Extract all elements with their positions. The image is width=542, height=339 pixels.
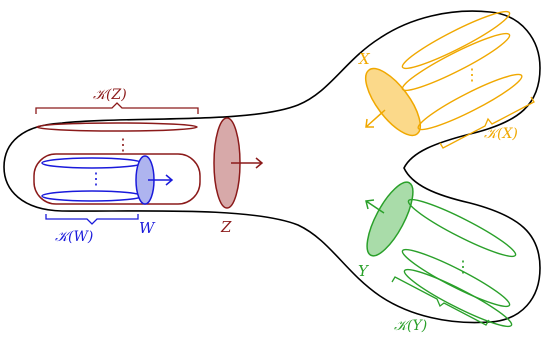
y-boundary: Y bbox=[358, 181, 414, 280]
ky-label: 𝒦(Y) bbox=[394, 318, 427, 334]
kw-dots: ⋮ bbox=[88, 169, 104, 188]
z-boundary: Z bbox=[213, 117, 264, 236]
kx-loop-1 bbox=[401, 10, 511, 70]
kz-family: 𝒦(Z) ⋮ bbox=[33, 87, 201, 205]
z-label: Z bbox=[220, 218, 232, 236]
ky-brace bbox=[391, 276, 490, 326]
ky-loop-1 bbox=[407, 198, 517, 258]
kw-family: ⋮ 𝒦(W) W bbox=[41, 155, 174, 245]
kx-loop-2 bbox=[401, 32, 511, 92]
ky-loop-2 bbox=[401, 248, 511, 308]
x-arrow bbox=[365, 109, 386, 128]
x-boundary: X bbox=[358, 50, 422, 137]
kw-bottom-loop bbox=[41, 190, 143, 202]
kz-dots: ⋮ bbox=[115, 135, 131, 154]
z-arrow bbox=[231, 157, 264, 169]
w-arrow bbox=[148, 174, 174, 186]
y-label: Y bbox=[358, 262, 370, 280]
kz-bottom-loop bbox=[33, 153, 201, 205]
ky-dots: ⋮ bbox=[455, 257, 471, 276]
x-label: X bbox=[358, 50, 371, 68]
kz-brace bbox=[35, 102, 199, 114]
kw-brace bbox=[45, 214, 139, 225]
x-cross-section bbox=[364, 67, 422, 137]
y-arrow bbox=[365, 199, 385, 214]
kx-loop-3 bbox=[417, 73, 523, 131]
kz-top-loop bbox=[36, 122, 198, 132]
ky-loop-3 bbox=[403, 268, 513, 328]
w-label: W bbox=[139, 219, 156, 237]
ky-family: ⋮ 𝒦(Y) bbox=[391, 198, 517, 334]
pants-surface-outline bbox=[3, 10, 541, 324]
kx-brace bbox=[439, 96, 535, 149]
kx-dots: ⋮ bbox=[464, 65, 480, 84]
kx-label: 𝒦(X) bbox=[484, 126, 518, 142]
kz-label: 𝒦(Z) bbox=[93, 87, 127, 103]
y-cross-section bbox=[366, 181, 414, 257]
kx-family: ⋮ 𝒦(X) bbox=[401, 10, 535, 149]
kw-top-loop bbox=[41, 157, 143, 169]
kw-label: 𝒦(W) bbox=[55, 229, 93, 245]
